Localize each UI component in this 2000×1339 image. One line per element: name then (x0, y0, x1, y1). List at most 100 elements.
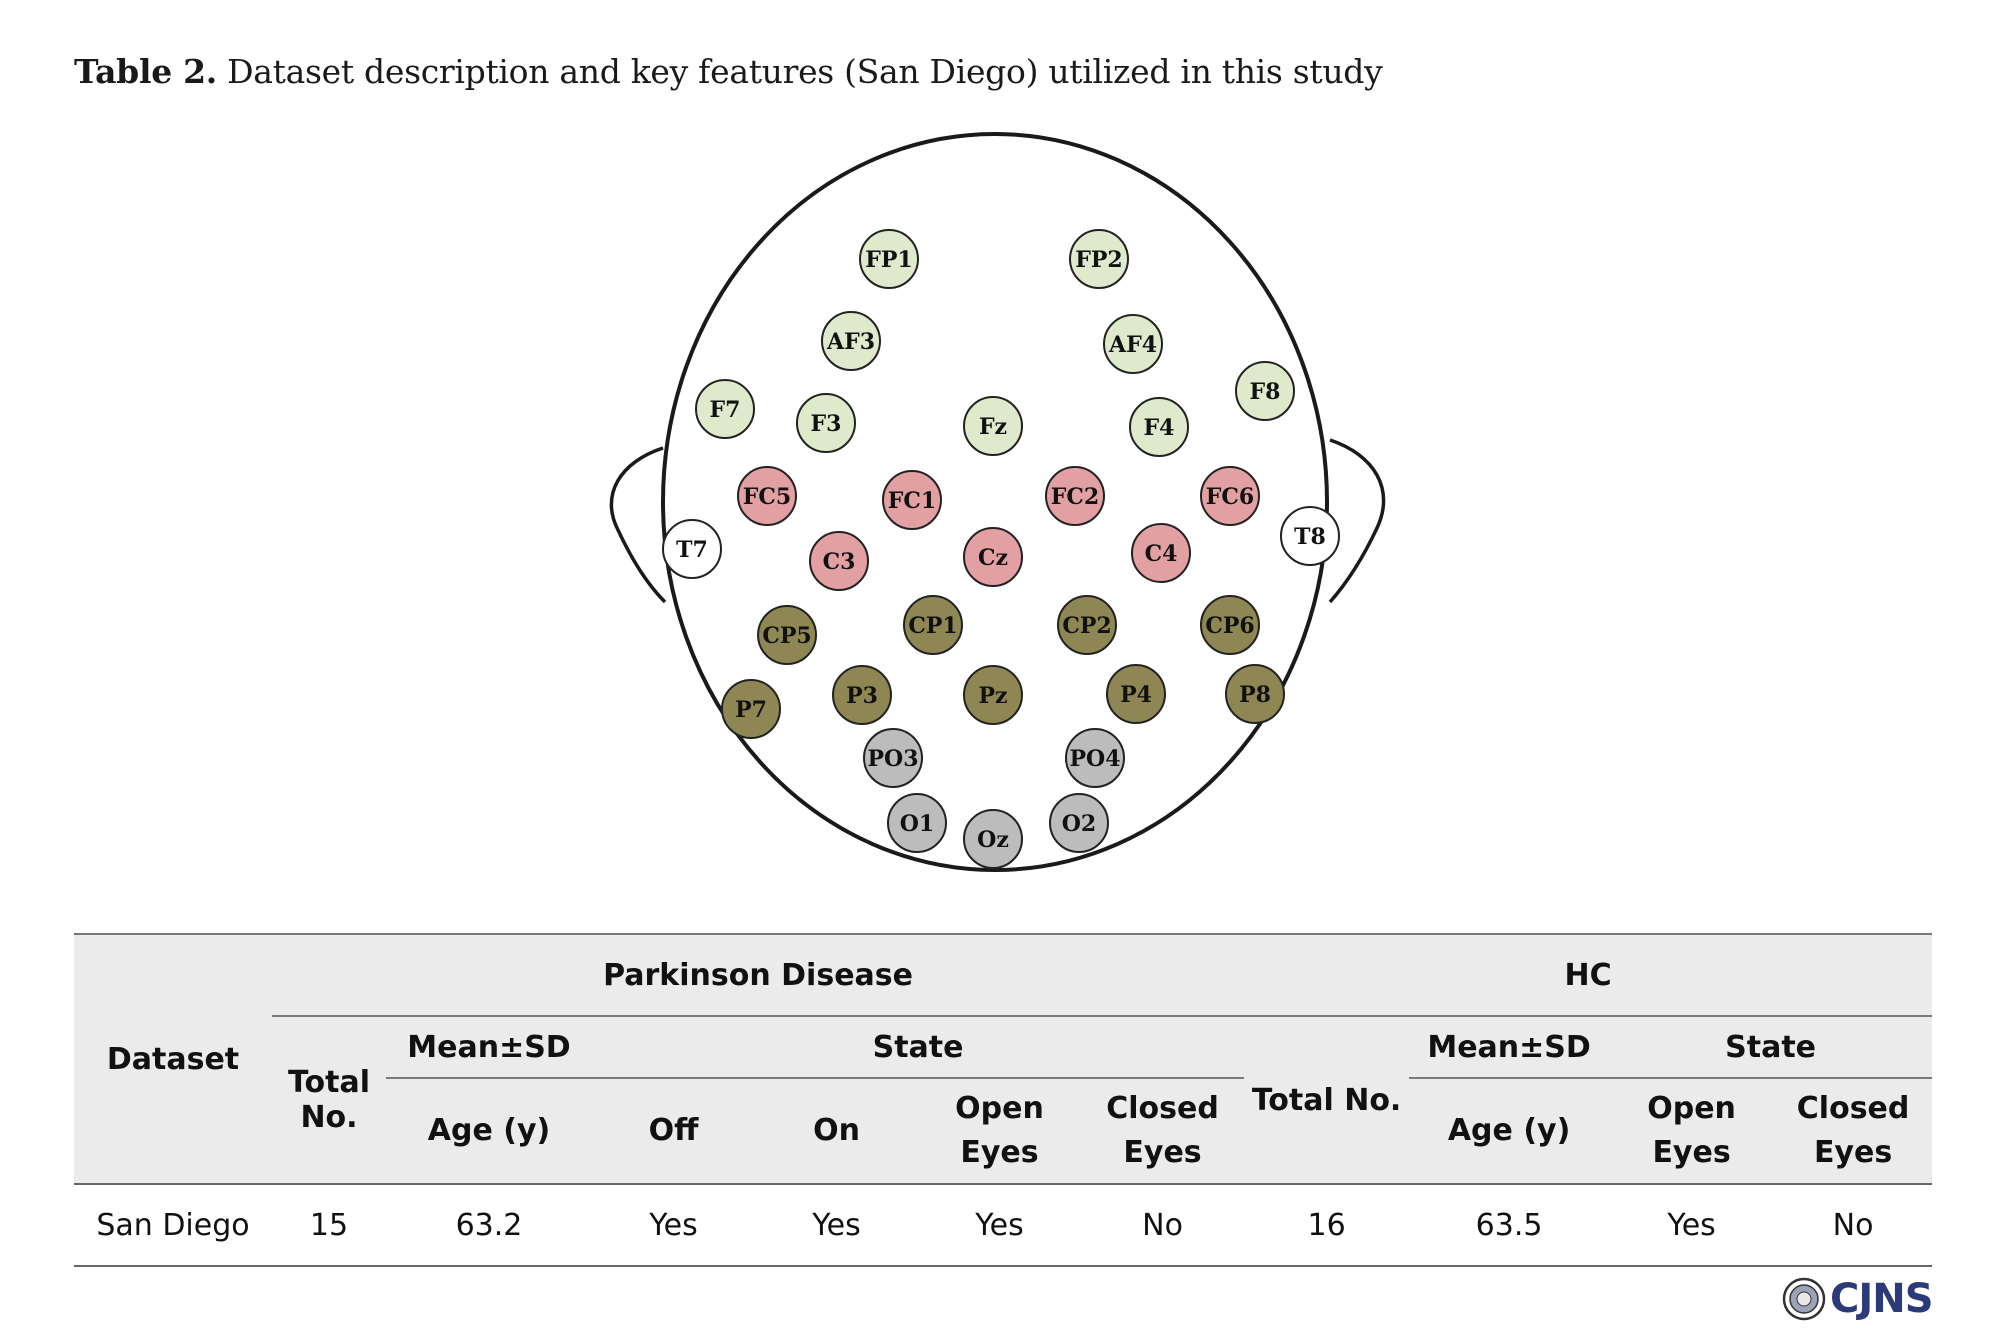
electrode-fp2: FP2 (1069, 229, 1129, 289)
electrode-f8: F8 (1235, 361, 1295, 421)
electrode-p4: P4 (1106, 664, 1166, 724)
electrode-marker (1049, 793, 1109, 853)
electrode-cp2: CP2 (1057, 595, 1117, 655)
electrode-marker (832, 665, 892, 725)
pd-on-header: On (755, 1078, 918, 1184)
electrode-label: C3 (823, 549, 856, 575)
cell-hc-age: 63.5 (1409, 1184, 1610, 1266)
electrode-cp5: CP5 (757, 605, 817, 665)
electrode-pz: Pz (963, 665, 1023, 725)
electrode-label: C4 (1145, 541, 1178, 567)
electrode-p3: P3 (832, 665, 892, 725)
electrode-f3: F3 (796, 393, 856, 453)
cell-pd-open-eyes: Yes (918, 1184, 1081, 1266)
electrode-marker (721, 679, 781, 739)
caption-text: Dataset description and key features (Sa… (227, 52, 1383, 91)
electrode-c3: C3 (809, 531, 869, 591)
electrode-marker (1280, 506, 1340, 566)
electrode-label: CP1 (908, 613, 957, 639)
electrode-marker (859, 229, 919, 289)
pd-closed-eyes-header: Closed Eyes (1081, 1078, 1245, 1184)
hc-closed-eyes-header: Closed Eyes (1774, 1078, 1933, 1184)
electrode-label: O1 (900, 811, 934, 837)
electrode-o1: O1 (887, 793, 947, 853)
electrode-label: Pz (978, 683, 1007, 709)
electrode-t8: T8 (1280, 506, 1340, 566)
dataset-header: Dataset (74, 934, 272, 1184)
parkinson-disease-header: Parkinson Disease (272, 934, 1245, 1017)
cell-dataset: San Diego (74, 1184, 272, 1266)
electrode-label: F3 (811, 411, 842, 437)
right-ear-outline (1328, 438, 1386, 604)
hc-header: HC (1244, 934, 1933, 1017)
pd-age-header: Age (y) (386, 1078, 592, 1184)
electrode-label: FC5 (743, 484, 791, 510)
electrode-label: Cz (978, 545, 1008, 571)
electrode-label: FP2 (1075, 247, 1122, 273)
electrode-af4: AF4 (1103, 314, 1163, 374)
hc-mean-sd-header: Mean±SD (1409, 1016, 1610, 1079)
electrode-f7: F7 (695, 379, 755, 439)
electrode-label: F7 (710, 397, 741, 423)
electrode-label: P8 (1239, 682, 1271, 708)
electrode-fc5: FC5 (737, 466, 797, 526)
electrode-label: Fz (979, 414, 1007, 440)
electrode-marker (903, 595, 963, 655)
electrode-marker (1235, 361, 1295, 421)
electrode-c4: C4 (1131, 523, 1191, 583)
electrode-marker (809, 531, 869, 591)
electrode-fz: Fz (963, 396, 1023, 456)
electrode-marker (1129, 397, 1189, 457)
electrode-p8: P8 (1225, 664, 1285, 724)
pd-off-header: Off (592, 1078, 755, 1184)
cell-hc-open-eyes: Yes (1609, 1184, 1775, 1266)
electrode-marker (821, 311, 881, 371)
electrode-cz: Cz (963, 527, 1023, 587)
electrode-label: P3 (846, 683, 878, 709)
electrode-t7: T7 (662, 519, 722, 579)
electrode-marker (796, 393, 856, 453)
electrode-marker (882, 470, 942, 530)
electrode-label: CP6 (1205, 613, 1254, 639)
electrode-label: CP5 (762, 623, 811, 649)
electrode-marker (1225, 664, 1285, 724)
electrode-marker (963, 527, 1023, 587)
electrode-marker (863, 728, 923, 788)
electrode-label: AF3 (826, 329, 875, 355)
electrode-label: AF4 (1108, 332, 1157, 358)
electrode-fc1: FC1 (882, 470, 942, 530)
hc-total-no-header: Total No. (1244, 1016, 1410, 1184)
electrode-label: F4 (1144, 415, 1175, 441)
electrode-label: FP1 (865, 247, 912, 273)
electrode-marker (1131, 523, 1191, 583)
electrode-marker (1065, 728, 1125, 788)
journal-seal-icon (1782, 1277, 1826, 1321)
electrode-o2: O2 (1049, 793, 1109, 853)
electrode-label: P4 (1120, 682, 1152, 708)
electrode-marker (963, 809, 1023, 869)
electrode-marker (887, 793, 947, 853)
cell-pd-total: 15 (272, 1184, 386, 1266)
electrode-marker (1103, 314, 1163, 374)
electrode-marker (737, 466, 797, 526)
pd-mean-sd-header: Mean±SD (386, 1016, 592, 1079)
electrode-cp1: CP1 (903, 595, 963, 655)
electrode-fp1: FP1 (859, 229, 919, 289)
electrode-marker (963, 396, 1023, 456)
electrode-label: FC6 (1206, 484, 1254, 510)
electrode-af3: AF3 (821, 311, 881, 371)
pd-open-eyes-header: Open Eyes (918, 1078, 1081, 1184)
electrode-marker (757, 605, 817, 665)
caption-label: Table 2. (74, 52, 217, 91)
hc-state-header: State (1609, 1016, 1933, 1079)
electrode-label: FC2 (1051, 484, 1099, 510)
electrode-marker (1106, 664, 1166, 724)
electrode-label: FC1 (888, 488, 936, 514)
electrode-cp6: CP6 (1200, 595, 1260, 655)
electrode-p7: P7 (721, 679, 781, 739)
electrode-po4: PO4 (1065, 728, 1125, 788)
cell-pd-off: Yes (592, 1184, 755, 1266)
electrode-label: P7 (735, 697, 767, 723)
hc-open-eyes-header: Open Eyes (1609, 1078, 1775, 1184)
table-row: San Diego 15 63.2 Yes Yes Yes No 16 63.5… (74, 1184, 1933, 1266)
